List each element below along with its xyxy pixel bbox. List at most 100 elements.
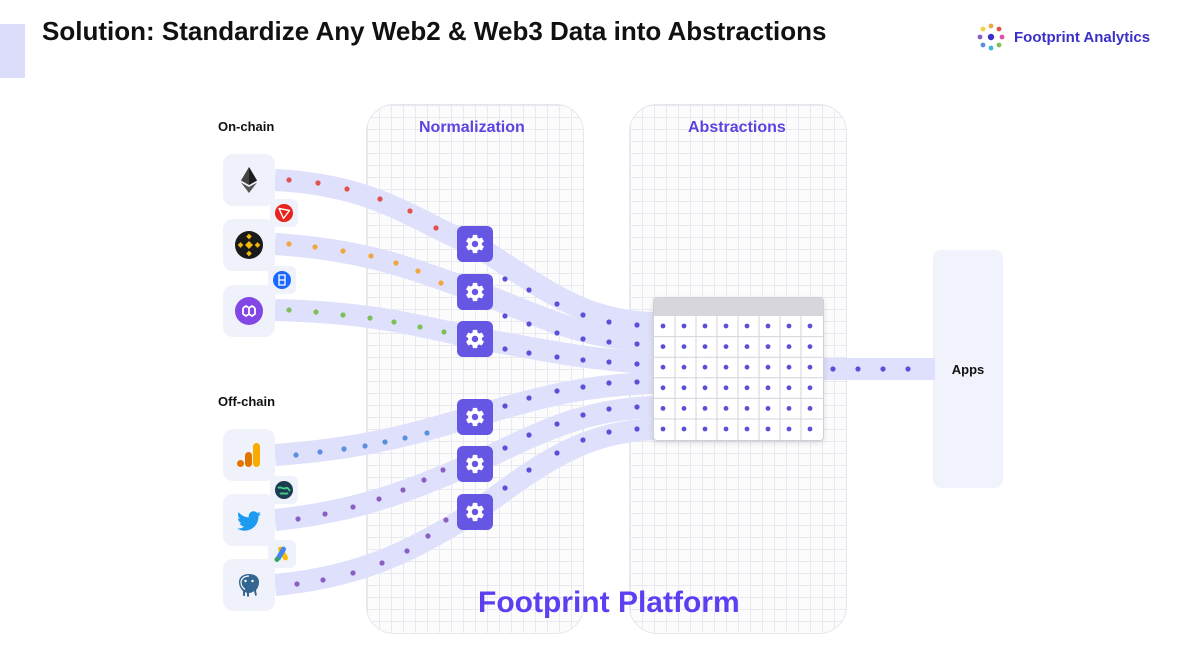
flow-dot-53 (634, 341, 640, 347)
slide-title: Solution: Standardize Any Web2 & Web3 Da… (42, 16, 827, 46)
table-cell-dot (765, 406, 771, 411)
flow-dot-51 (580, 336, 586, 342)
flow-dot-65 (634, 379, 640, 385)
flow-dot-41 (443, 517, 449, 523)
globe-data-source (270, 476, 298, 504)
flow-bands (273, 169, 935, 596)
table-cell-dot (660, 364, 666, 370)
table-cell-dot (660, 344, 666, 349)
flow-dot-27 (424, 430, 430, 436)
flow-dot-44 (554, 301, 560, 307)
table-cell-dot (681, 364, 687, 370)
flow-dot-81 (905, 366, 911, 372)
flow-dot-36 (320, 577, 326, 583)
flow-dot-63 (580, 384, 586, 390)
flow-dot-33 (421, 477, 427, 483)
flow-dot-58 (606, 359, 612, 365)
off-chain-label: Off-chain (218, 394, 276, 409)
apps-label: Apps (951, 362, 985, 377)
table-cell-dot (660, 406, 666, 411)
flow-dot-11 (393, 260, 399, 266)
normalize-gear-5 (457, 446, 493, 482)
table-header (654, 298, 823, 316)
flow-dot-25 (382, 439, 388, 445)
table-grid (654, 316, 823, 440)
flow-dots (286, 177, 911, 587)
apps-box (933, 250, 1003, 488)
gear-icon (466, 454, 484, 474)
normalize-gear-1 (457, 226, 493, 262)
gear-icon (466, 234, 484, 254)
flow-dot-72 (502, 485, 508, 491)
table-cell-dot (744, 344, 750, 349)
flow-dot-4 (377, 196, 383, 202)
table-cell-dot (723, 364, 729, 370)
ethereum-source (223, 154, 275, 206)
table-cell-dot (723, 406, 729, 411)
table-cell-dot (765, 323, 771, 329)
flow-dot-68 (554, 421, 560, 427)
flow-dot-50 (554, 330, 560, 336)
flow-dot-14 (286, 307, 292, 313)
globe-data-icon (275, 481, 293, 499)
gear-icon (466, 502, 484, 522)
table-cell-dot (702, 364, 708, 370)
polygon-source (223, 285, 275, 337)
flow-dot-8 (312, 244, 318, 250)
gear-icon (466, 282, 484, 302)
flow-dot-46 (606, 319, 612, 325)
table-cell-dot (765, 385, 771, 391)
table-cell-dot (723, 344, 729, 349)
twitter-icon (237, 511, 261, 531)
flow-dot-64 (606, 380, 612, 386)
postgresql-icon (239, 574, 259, 597)
polygon-icon (235, 297, 263, 325)
table-cell-dot (702, 344, 708, 349)
platform-label: Footprint Platform (478, 586, 740, 619)
table-cell-dot (660, 426, 666, 432)
table-cell-dot (807, 323, 813, 329)
flow-dot-77 (634, 426, 640, 432)
abstraction-table (653, 297, 824, 441)
flow-dot-70 (606, 406, 612, 412)
table-cell-dot (723, 385, 729, 391)
table-cell-dot (765, 426, 771, 432)
twitter-source (223, 494, 275, 546)
flow-dot-6 (433, 225, 439, 231)
flow-dot-38 (379, 560, 385, 566)
flow-dot-47 (634, 322, 640, 328)
flow-dot-80 (880, 366, 886, 372)
table-cell-dot (744, 385, 750, 391)
flow-dot-7 (286, 241, 292, 247)
table-cell-dot (660, 323, 666, 329)
flow-dot-73 (526, 467, 532, 473)
flow-dot-66 (502, 445, 508, 451)
table-cell-dot (807, 344, 813, 349)
flow-dot-56 (554, 354, 560, 360)
flow-dot-42 (502, 276, 508, 282)
gear-icon (466, 329, 484, 349)
table-cell-dot (681, 426, 687, 432)
table-cell-dot (786, 426, 792, 432)
accent-bar (0, 24, 25, 78)
flow-dot-10 (368, 253, 374, 259)
normalize-gear-2 (457, 274, 493, 310)
table-cell-dot (744, 364, 750, 370)
flow-dot-71 (634, 404, 640, 410)
table-cell-dot (765, 344, 771, 349)
table-cell-dot (786, 364, 792, 370)
flow-dot-57 (580, 357, 586, 363)
table-cell-dot (807, 364, 813, 370)
table-cell-dot (807, 406, 813, 411)
flow-dot-3 (344, 186, 350, 192)
flow-dot-76 (606, 429, 612, 435)
flow-dot-17 (367, 315, 373, 321)
google-analytics-icon (237, 443, 260, 467)
flow-dot-60 (502, 403, 508, 409)
flow-dot-21 (293, 452, 299, 458)
normalize-gear-6 (457, 494, 493, 530)
flow-dot-28 (295, 516, 301, 522)
flow-dot-12 (415, 268, 421, 274)
ethereum-icon (241, 167, 257, 193)
